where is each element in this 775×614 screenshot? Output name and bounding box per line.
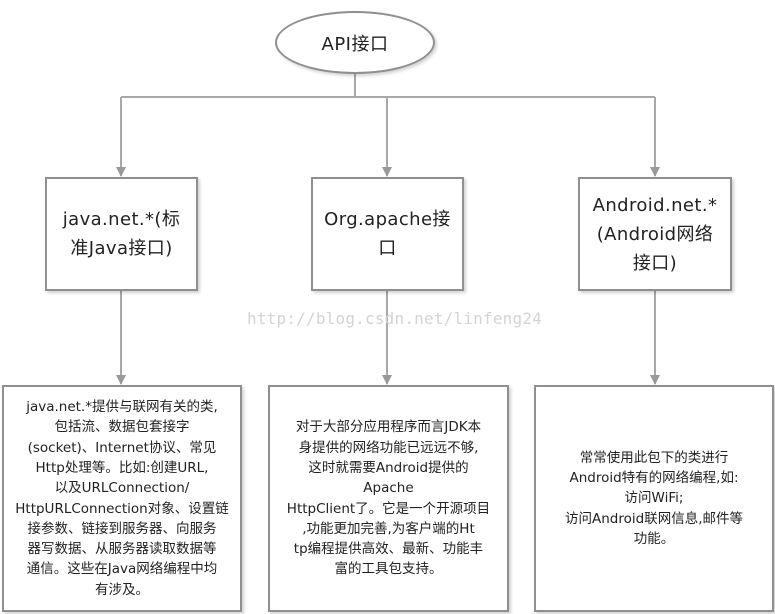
label-line: 接口) <box>632 252 678 274</box>
detail-android-net: 常常使用此包下的类进行 Android特有的网络编程,如: 访问WiFi; 访问… <box>534 385 774 612</box>
detail-line: 有涉及。 <box>94 581 149 598</box>
detail-line: Apache <box>363 480 414 497</box>
node-org-apache: Org.apache接 口 <box>311 177 464 291</box>
detail-line: 身提供的网络功能已远远不够, <box>298 439 479 456</box>
detail-line: 富的工具包支持。 <box>334 561 443 578</box>
detail-line: java.net.*提供与联网有关的类, <box>26 399 218 416</box>
detail-line: 常常使用此包下的类进行 <box>579 449 729 466</box>
detail-line: Http处理等。比如:创建URL, <box>35 459 209 476</box>
label-line: 口 <box>378 238 397 259</box>
detail-android-net-text: 常常使用此包下的类进行 Android特有的网络编程,如: 访问WiFi; 访问… <box>565 448 743 549</box>
detail-line: 接参数、链接到服务器、向服务 <box>27 520 217 537</box>
detail-line: 功能。 <box>633 530 675 547</box>
detail-line: HttpURLConnection对象、设置链 <box>15 500 229 517</box>
node-android-net-label: Android.net.* (Android网络 接口) <box>593 191 718 278</box>
detail-java-net: java.net.*提供与联网有关的类, 包括流、数据包套接字 (socket)… <box>2 385 242 612</box>
node-org-apache-label: Org.apache接 口 <box>324 205 451 263</box>
detail-line: 访问WiFi; <box>624 490 684 507</box>
detail-org-apache-text: 对于大部分应用程序而言JDK本 身提供的网络功能已远远不够, 这时就需要Andr… <box>287 417 490 579</box>
detail-line: 这时就需要Android提供的 <box>308 459 469 476</box>
root-node-api: API接口 <box>275 11 435 74</box>
detail-line: tp编程提供高效、最新、功能丰 <box>293 541 484 558</box>
detail-line: ,功能更加完善,为客户端的Ht <box>302 520 475 537</box>
detail-line: Android特有的网络编程,如: <box>569 470 739 487</box>
node-java-net: java.net.*(标 准Java接口) <box>45 177 198 291</box>
label-line: (Android网络 <box>596 223 714 245</box>
detail-line: 以及URLConnection/ <box>54 480 190 497</box>
detail-line: 通信。这些在Java网络编程中均 <box>26 561 218 578</box>
detail-line: 包括流、数据包套接字 <box>54 419 190 436</box>
node-java-net-label: java.net.*(标 准Java接口) <box>63 205 181 263</box>
detail-line: HttpClient了。它是一个开源项目 <box>286 500 491 517</box>
label-line: java.net.*(标 <box>62 209 181 230</box>
node-android-net: Android.net.* (Android网络 接口) <box>578 177 732 291</box>
watermark-text: http://blog.csdn.net/linfeng24 <box>247 309 542 328</box>
detail-line: 访问Android联网信息,邮件等 <box>565 510 743 527</box>
detail-line: (socket)、Internet协议、常见 <box>27 439 217 456</box>
detail-line: 对于大部分应用程序而言JDK本 <box>295 419 482 436</box>
root-label: API接口 <box>321 33 389 55</box>
label-line: Org.apache接 <box>324 209 451 230</box>
label-line: Android.net.* <box>592 194 718 216</box>
detail-java-net-text: java.net.*提供与联网有关的类, 包括流、数据包套接字 (socket)… <box>15 397 228 600</box>
label-line: 准Java接口) <box>70 238 173 259</box>
detail-line: 器写数据、从服务器读取数据等 <box>27 541 217 558</box>
detail-org-apache: 对于大部分应用程序而言JDK本 身提供的网络功能已远远不够, 这时就需要Andr… <box>268 385 509 612</box>
